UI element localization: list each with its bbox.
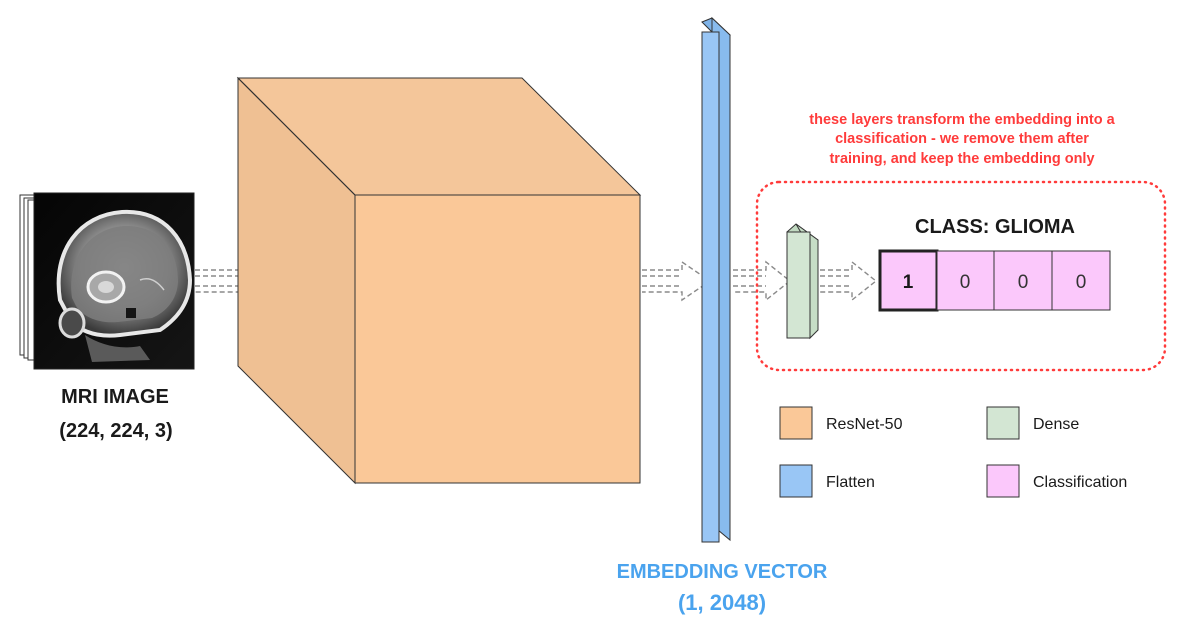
resnet50-block [236,76,642,485]
classification-vector: 1 0 0 0 [878,249,1111,312]
legend-label-resnet: ResNet-50 [826,416,903,433]
legend-label-flatten: Flatten [826,474,875,491]
legend: ResNet-50 Dense Flatten Classification [779,406,1127,498]
mri-image-shape: (224, 224, 3) [59,420,172,442]
mri-scan-image [33,192,195,370]
class-value-0: 1 [903,272,914,293]
legend-swatch-classification [986,464,1020,498]
class-cell-1 [936,250,995,311]
mri-image-stack [19,192,195,370]
class-title: CLASS: GLIOMA [915,216,1075,238]
class-value-3: 0 [1076,272,1087,293]
note-line-3: training, and keep the embedding only [829,151,1094,167]
flatten-layer [701,16,731,543]
embedding-shape: (1, 2048) [678,590,766,615]
legend-swatch-flatten [779,464,813,498]
class-cell-3 [1051,250,1111,311]
embedding-title: EMBEDDING VECTOR [617,561,828,583]
removable-layers-region [755,180,1167,372]
dense-layer [786,223,819,340]
resnet-front-face [354,194,641,484]
legend-label-dense: Dense [1033,416,1079,433]
note-line-2: classification - we remove them after [835,131,1089,147]
mri-image-title: MRI IMAGE [61,386,169,408]
legend-item-resnet: ResNet-50 [779,406,903,440]
legend-item-flatten: Flatten [779,464,875,498]
note-line-1: these layers transform the embedding int… [809,112,1115,128]
arrow-resnet-to-flatten [642,260,712,302]
arrow-flatten-to-dense [733,260,792,302]
class-value-1: 0 [960,272,971,293]
legend-item-dense: Dense [986,406,1079,440]
arrow-dense-to-classification [820,260,878,302]
class-value-2: 0 [1018,272,1029,293]
legend-swatch-resnet [779,406,813,440]
legend-swatch-dense [986,406,1020,440]
legend-item-classification: Classification [986,464,1127,498]
legend-label-classification: Classification [1033,474,1127,491]
